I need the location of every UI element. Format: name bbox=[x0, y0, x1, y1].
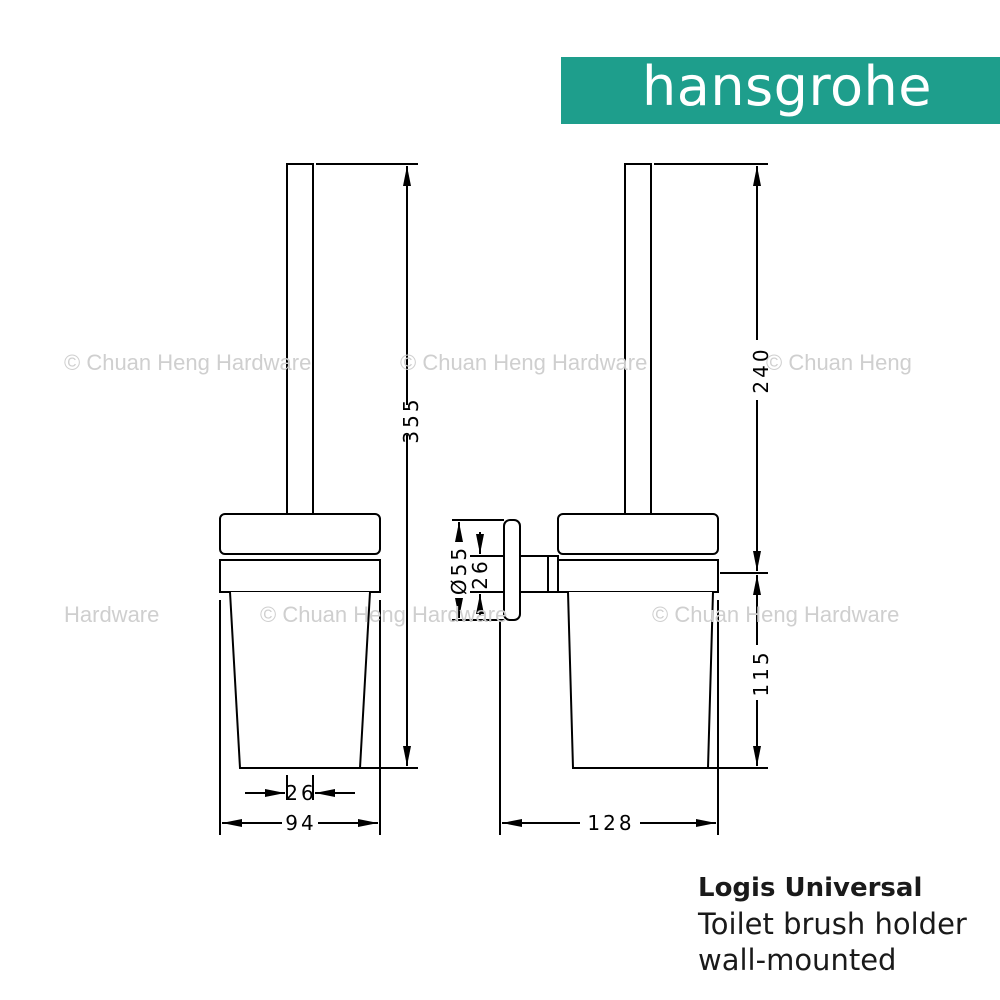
dim-projection: 128 bbox=[587, 811, 634, 835]
dim-mount-diameter: Ø55 bbox=[447, 545, 471, 595]
dim-base-width: 94 bbox=[285, 811, 316, 835]
side-lid bbox=[557, 513, 719, 555]
side-brush-handle bbox=[624, 163, 652, 515]
side-cup bbox=[567, 591, 714, 769]
front-brush-handle bbox=[286, 163, 314, 515]
dim-brush-diameter: 26 bbox=[285, 781, 316, 805]
front-collar bbox=[219, 559, 381, 593]
product-name: Logis Universal bbox=[698, 873, 923, 903]
watermark: Hardware bbox=[64, 602, 160, 627]
side-view bbox=[452, 163, 768, 835]
side-collar bbox=[557, 559, 719, 593]
watermark: © Chuan Heng Hardware bbox=[400, 350, 648, 375]
mounting-arm bbox=[519, 555, 559, 593]
product-caption: Logis Universal Toilet brush holder wall… bbox=[698, 870, 967, 978]
dim-total-height: 355 bbox=[399, 396, 423, 443]
watermark: © Chuan Heng Hardware bbox=[64, 350, 312, 375]
front-lid bbox=[219, 513, 381, 555]
brand-logo: hansgrohe bbox=[642, 55, 932, 118]
front-view bbox=[219, 163, 418, 835]
dim-mount-height: 26 bbox=[468, 558, 492, 589]
watermark: © Chuan Heng bbox=[766, 350, 912, 375]
front-cup bbox=[229, 591, 371, 769]
watermark: © Chuan Heng Hardware bbox=[260, 602, 508, 627]
dim-lower-height: 115 bbox=[749, 649, 773, 696]
watermark: © Chuan Heng Hardware bbox=[652, 602, 900, 627]
product-mounting: wall-mounted bbox=[698, 943, 897, 977]
dim-upper-height: 240 bbox=[749, 346, 773, 393]
product-type: Toilet brush holder bbox=[698, 907, 967, 941]
brand-banner bbox=[561, 57, 1000, 124]
